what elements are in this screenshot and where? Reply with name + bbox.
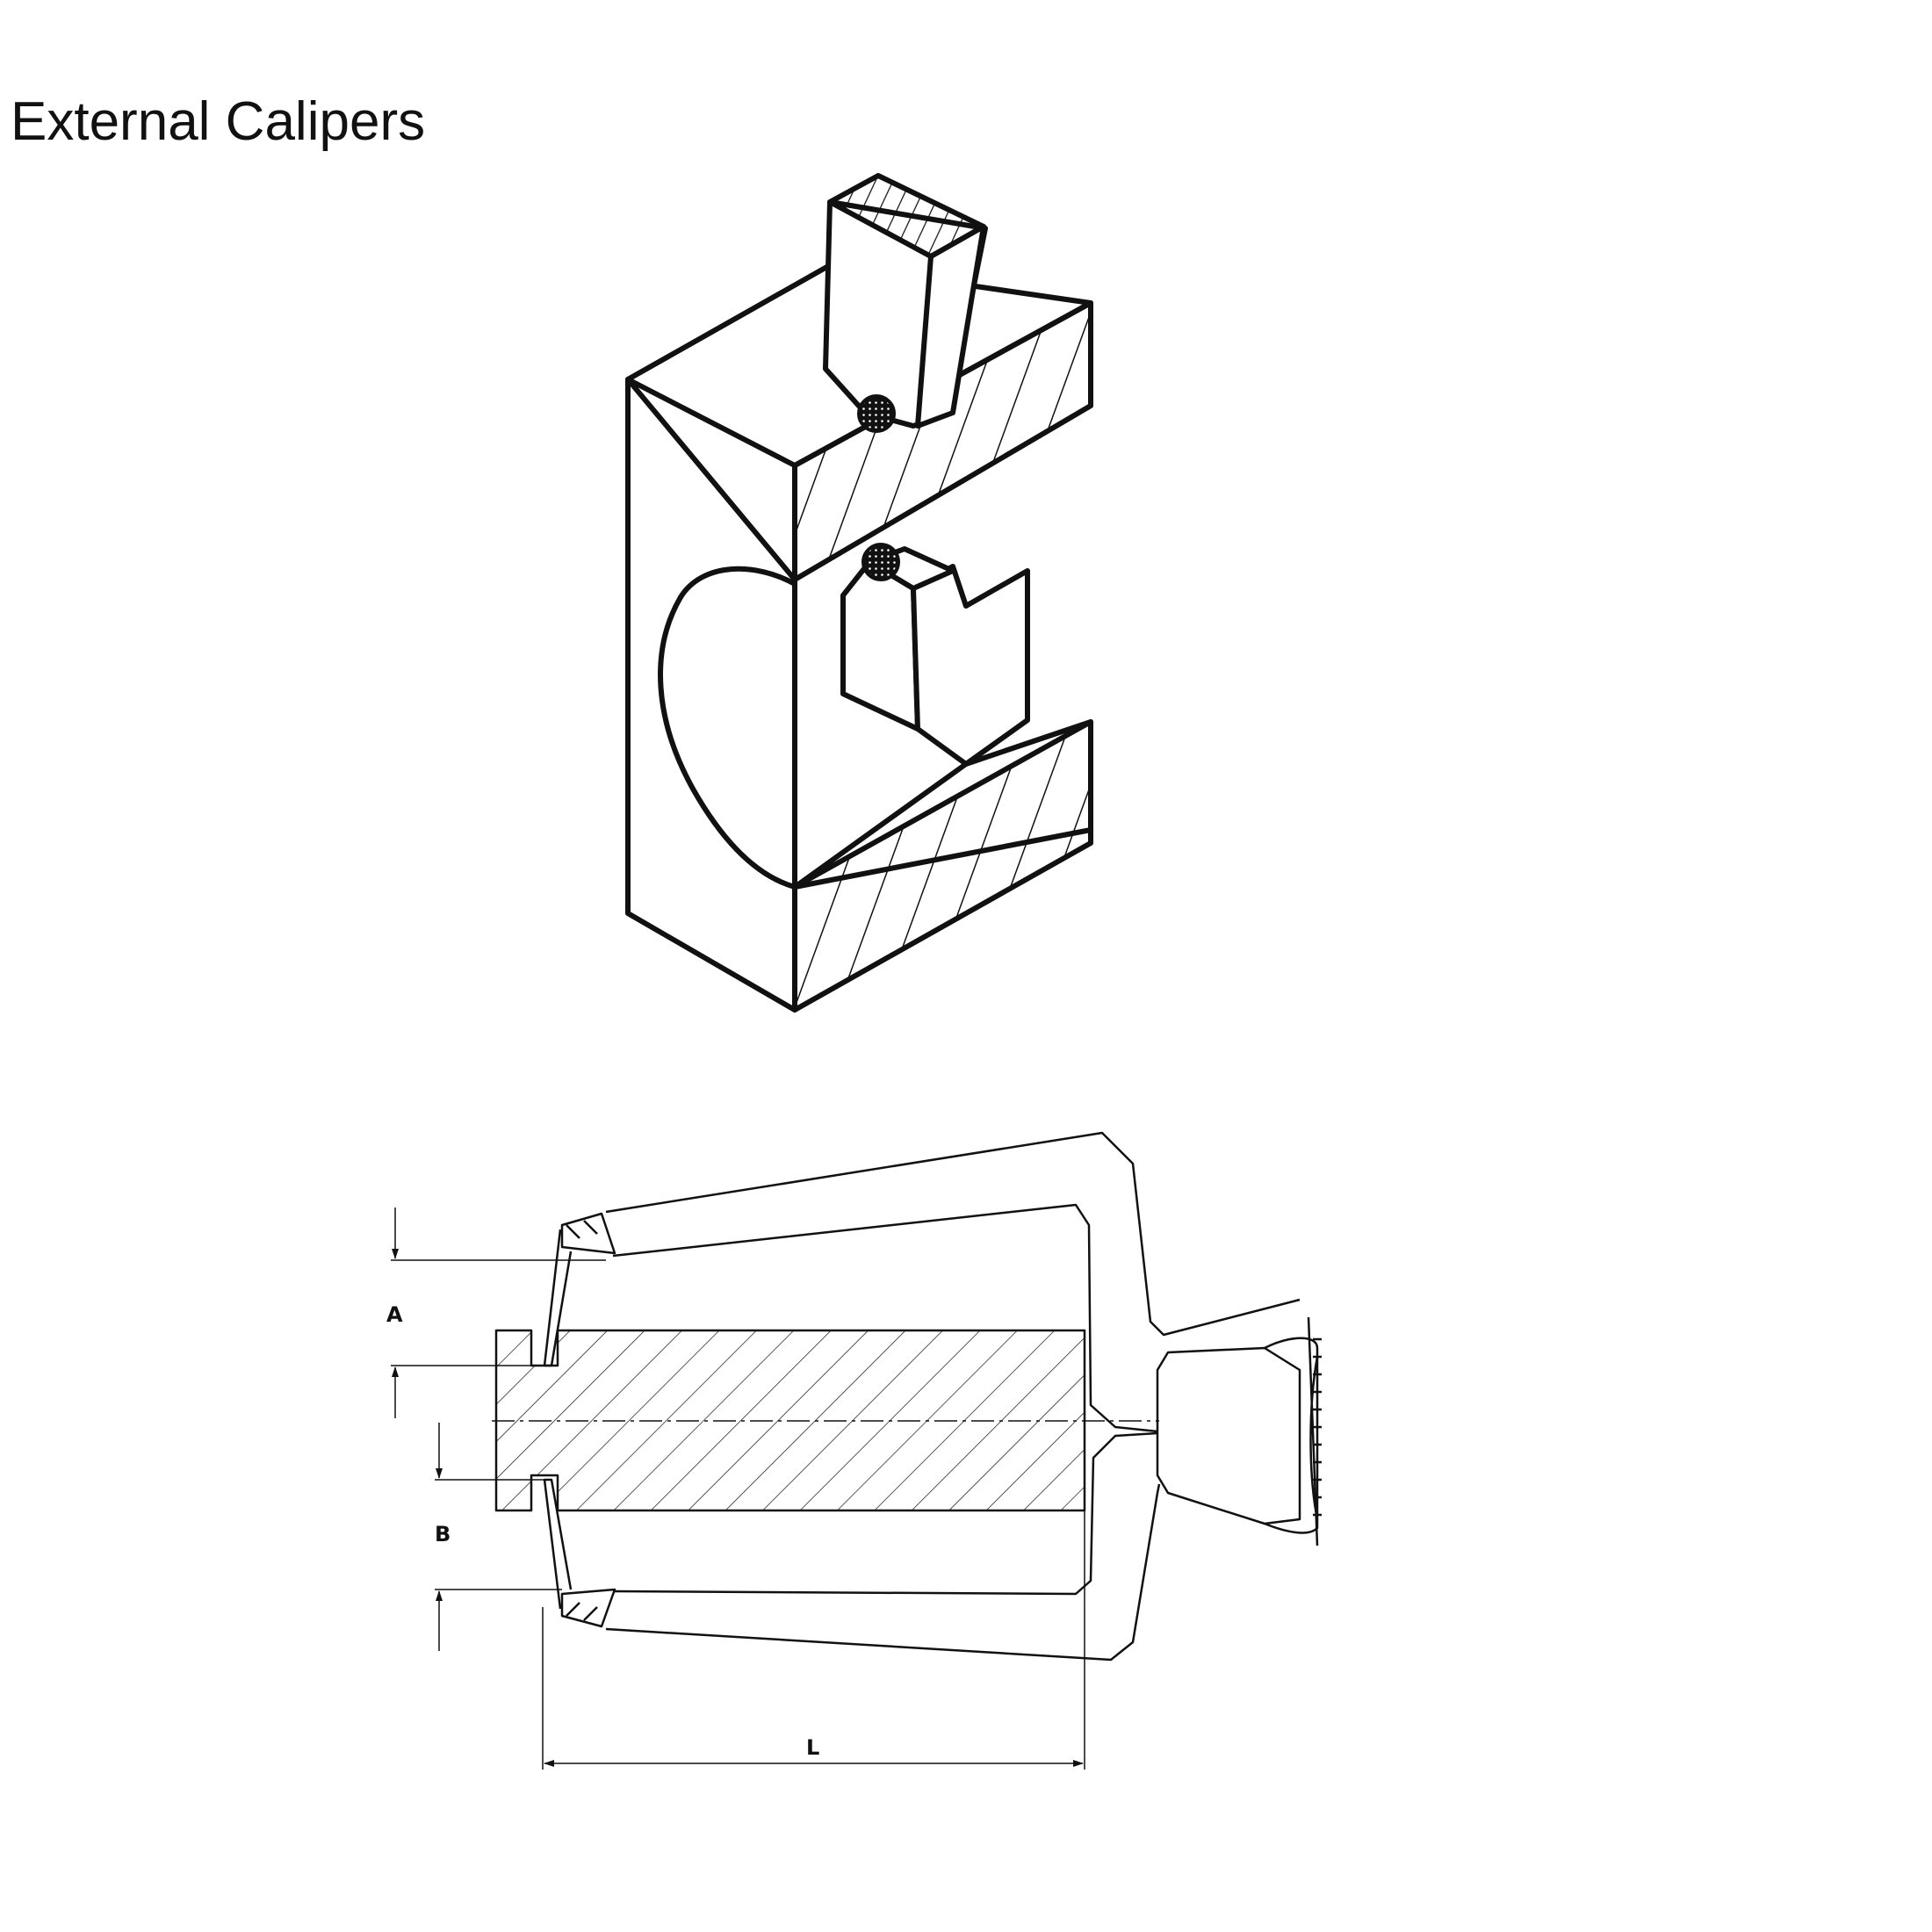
upper-ball (857, 394, 896, 433)
frame-upper-arm-front (792, 300, 1093, 582)
section-view (391, 1131, 1322, 1770)
upper-caliper-arm (605, 1131, 1301, 1433)
dial-scale-ticks (1313, 1337, 1322, 1517)
lower-ball (861, 543, 900, 581)
upper-jaw-side (915, 224, 986, 429)
lower-jaw-side (911, 564, 1030, 767)
dial-housing (1156, 1346, 1301, 1525)
diagram-title: External Calipers (11, 91, 426, 152)
dimension-b-label: B (435, 1522, 451, 1546)
dial-bezel (1264, 1337, 1319, 1534)
dimension-a-label: A (386, 1302, 403, 1327)
dimension-l-label: L (806, 1735, 819, 1760)
isometric-caliper-gauge (625, 173, 1093, 1013)
lower-caliper-arm (605, 1431, 1161, 1662)
frame-lower-arm-front (792, 719, 1093, 1013)
dial-face (1307, 1316, 1319, 1546)
frame-opening (658, 566, 797, 890)
upper-jaw-notches (566, 1220, 598, 1239)
lower-jaw-tip (543, 1478, 616, 1628)
lower-jaw-notches (566, 1602, 598, 1621)
